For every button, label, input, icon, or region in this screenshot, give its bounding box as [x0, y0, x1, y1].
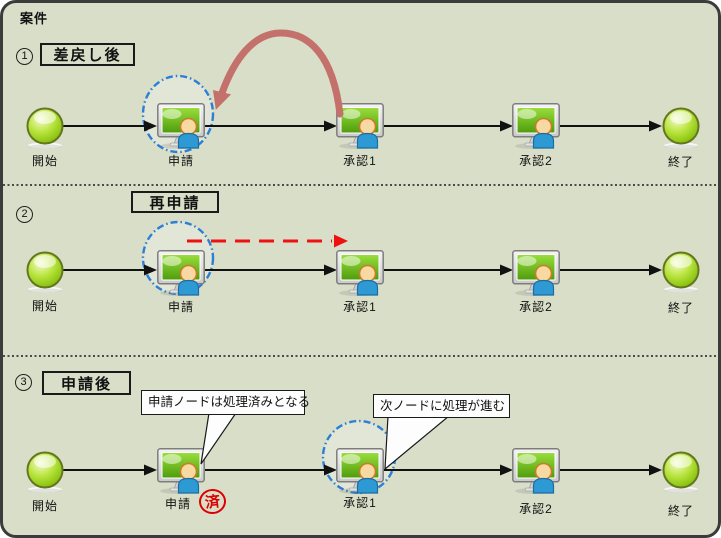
task-node-icon — [157, 447, 205, 495]
start-node-icon — [26, 451, 64, 494]
task-node-icon — [511, 447, 561, 495]
section-1-number: 1 — [16, 48, 33, 65]
node-label-start: 開始 — [31, 154, 58, 168]
node-label-apply: 申請 — [167, 300, 194, 314]
start-node-icon — [26, 107, 64, 150]
end-node-icon — [662, 251, 700, 294]
sendback-arrow — [213, 29, 344, 118]
callout-processed-note: 申請ノードは処理済みとなる — [141, 390, 310, 415]
resubmit-arrow — [187, 234, 348, 248]
diagram-title: 案件 — [20, 11, 49, 26]
section-3-title-box: 申請後 — [42, 371, 131, 395]
node-label-start: 開始 — [31, 299, 58, 313]
start-node-icon — [26, 251, 64, 294]
node-label-end: 終了 — [667, 155, 694, 169]
node-label-approve2: 承認2 — [519, 154, 553, 168]
node-label-end: 終了 — [667, 504, 694, 518]
node-label-approve2: 承認2 — [519, 300, 553, 314]
node-label-approve1: 承認1 — [343, 300, 377, 314]
flow-arrows-row1 — [63, 120, 662, 132]
task-node-icon — [335, 250, 385, 297]
node-label-approve1: 承認1 — [343, 154, 377, 168]
task-node-icon — [511, 250, 561, 297]
section-2-title-box: 再申請 — [131, 191, 219, 213]
callout-next-node-note: 次ノードに処理が進む — [373, 394, 510, 418]
diagram-canvas — [3, 29, 718, 495]
flow-arrows-row3 — [63, 464, 662, 476]
section-2-number: 2 — [16, 206, 33, 223]
node-label-apply: 申請 — [167, 154, 194, 168]
node-label-approve2: 承認2 — [519, 502, 553, 516]
flow-arrows-row2 — [63, 264, 662, 276]
end-node-icon — [662, 451, 700, 494]
callout-tail — [384, 415, 451, 471]
task-node-icon — [335, 103, 385, 150]
node-label-end: 終了 — [667, 301, 694, 315]
node-label-approve1: 承認1 — [343, 496, 377, 510]
callout-tail — [200, 412, 238, 465]
node-label-start: 開始 — [31, 499, 58, 513]
end-node-icon — [662, 107, 700, 150]
node-label-apply: 申請 — [164, 497, 191, 511]
section-3-number: 3 — [15, 374, 32, 391]
task-node-icon — [511, 103, 561, 150]
section-1-title-box: 差戻し後 — [40, 43, 135, 66]
